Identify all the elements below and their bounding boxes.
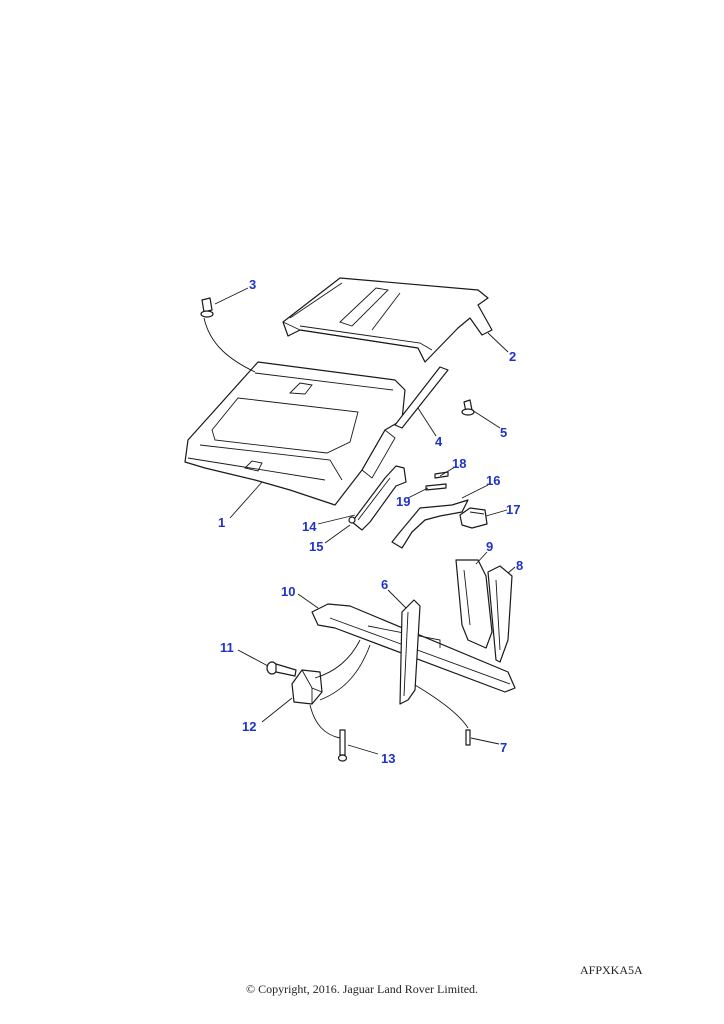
callout-12: 12 bbox=[242, 719, 256, 734]
roof-fixing bbox=[200, 297, 214, 318]
copyright-notice: © Copyright, 2016. Jaguar Land Rover Lim… bbox=[245, 982, 479, 996]
vertical-pillar bbox=[399, 599, 421, 705]
callout-9: 9 bbox=[486, 539, 493, 554]
callout-18: 18 bbox=[452, 456, 466, 471]
long-bolt bbox=[337, 729, 348, 762]
hinge-assembly bbox=[391, 471, 488, 549]
corner-bracket bbox=[291, 669, 323, 705]
callout-16: 16 bbox=[486, 473, 500, 488]
callout-13: 13 bbox=[381, 751, 395, 766]
roof-panel-upper bbox=[282, 277, 493, 363]
callout-1: 1 bbox=[218, 515, 225, 530]
callout-14: 14 bbox=[302, 519, 317, 534]
callout-19: 19 bbox=[396, 494, 410, 509]
bolt bbox=[266, 661, 297, 677]
callouts: 1 2 3 4 5 6 7 8 9 10 11 12 13 14 15 16 1… bbox=[218, 277, 523, 766]
callout-7: 7 bbox=[500, 740, 507, 755]
roof-strip bbox=[394, 366, 449, 429]
pillar-trims bbox=[455, 559, 513, 663]
callout-17: 17 bbox=[506, 502, 520, 517]
figure-code: AFPXKA5A bbox=[580, 963, 643, 977]
roof-panel-main bbox=[184, 361, 406, 506]
callout-8: 8 bbox=[516, 558, 523, 573]
bracket bbox=[348, 465, 407, 531]
assembly-lines bbox=[203, 317, 469, 739]
callout-6: 6 bbox=[381, 577, 388, 592]
callout-4: 4 bbox=[435, 434, 443, 449]
screw-small bbox=[465, 729, 471, 746]
callout-2: 2 bbox=[509, 349, 516, 364]
callout-10: 10 bbox=[281, 584, 295, 599]
screw bbox=[461, 399, 475, 416]
callout-15: 15 bbox=[309, 539, 323, 554]
callout-leaders bbox=[214, 287, 516, 755]
callout-5: 5 bbox=[500, 425, 507, 440]
callout-11: 11 bbox=[220, 640, 234, 655]
callout-3: 3 bbox=[249, 277, 256, 292]
